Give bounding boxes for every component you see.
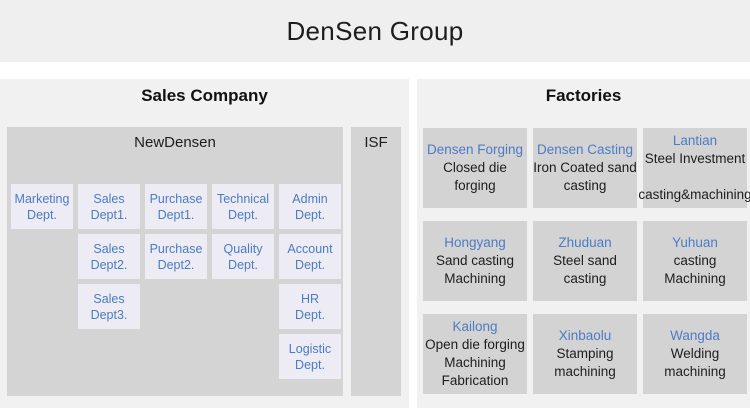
factory-description: Welding machining <box>664 346 726 379</box>
factory-name: Densen Forging <box>426 142 524 157</box>
factory-box-kailong: Kailong Open die forging Machining Fabri… <box>423 314 527 394</box>
dept-box-sales1: Sales Dept1. <box>78 184 140 229</box>
factory-box-xinbaolu: Xinbaolu Stamping machining <box>533 314 637 394</box>
factory-box-yuhuan: Yuhuan casting Machining <box>643 221 747 301</box>
newdensen-label: NewDensen <box>134 134 216 151</box>
factory-description: Sand casting Machining <box>435 253 515 286</box>
dept-box-quality: Quality Dept. <box>212 234 274 279</box>
factory-box-lantian: Lantian Steel Investment casting&machini… <box>638 128 750 208</box>
factory-description: Stamping machining <box>554 346 616 379</box>
dept-box-account: Account Dept. <box>279 234 341 279</box>
group-header: DenSen Group <box>0 0 750 62</box>
factory-description: Steel Investment casting&machining <box>638 151 750 202</box>
dept-box-sales3: Sales Dept3. <box>78 284 140 329</box>
factories-panel: Factories Densen Forging Closed die forg… <box>417 79 750 408</box>
factory-box-zhuduan: Zhuduan Steel sand casting <box>533 221 637 301</box>
sales-company-panel: Sales Company NewDensen Marketing Dept. … <box>0 79 409 408</box>
dept-box-hr: HR Dept. <box>279 284 341 329</box>
department-grid: Marketing Dept. Sales Dept1. Purchase De… <box>11 184 341 379</box>
factory-name: Kailong <box>452 319 498 334</box>
factory-box-hongyang: Hongyang Sand casting Machining <box>423 221 527 301</box>
factory-name: Lantian <box>672 133 718 148</box>
dept-box-admin: Admin Dept. <box>279 184 341 229</box>
factory-description: casting Machining <box>664 253 726 286</box>
factory-box-densen-casting: Densen Casting Iron Coated sand casting <box>533 128 637 208</box>
factory-box-wangda: Wangda Welding machining <box>643 314 747 394</box>
factory-description: Open die forging Machining Fabrication <box>425 337 525 388</box>
factory-name: Xinbaolu <box>558 328 612 343</box>
factory-description: Iron Coated sand casting <box>533 160 637 193</box>
isf-label: ISF <box>364 134 388 151</box>
sales-company-title: Sales Company <box>141 86 268 105</box>
factory-name: Hongyang <box>444 235 506 250</box>
dept-box-logistic: Logistic Dept. <box>279 334 341 379</box>
newdensen-box: NewDensen Marketing Dept. Sales Dept1. P… <box>7 127 343 396</box>
dept-box-purchase2: Purchase Dept2. <box>145 234 207 279</box>
dept-box-technical: Technical Dept. <box>212 184 274 229</box>
factory-description: Steel sand casting <box>553 253 617 286</box>
factory-name: Zhuduan <box>558 235 612 250</box>
dept-box-sales2: Sales Dept2. <box>78 234 140 279</box>
factory-name: Densen Casting <box>536 142 634 157</box>
factory-grid: Densen Forging Closed die forging Densen… <box>423 128 750 394</box>
factory-box-densen-forging: Densen Forging Closed die forging <box>423 128 527 208</box>
dept-box-purchase1: Purchase Dept1. <box>145 184 207 229</box>
factory-name: Wangda <box>670 328 720 343</box>
dept-box-marketing: Marketing Dept. <box>11 184 73 229</box>
factories-title: Factories <box>545 86 622 105</box>
factory-name: Yuhuan <box>672 235 718 250</box>
isf-box: ISF <box>351 127 401 396</box>
group-title: DenSen Group <box>286 15 464 46</box>
factory-description: Closed die forging <box>443 160 507 193</box>
